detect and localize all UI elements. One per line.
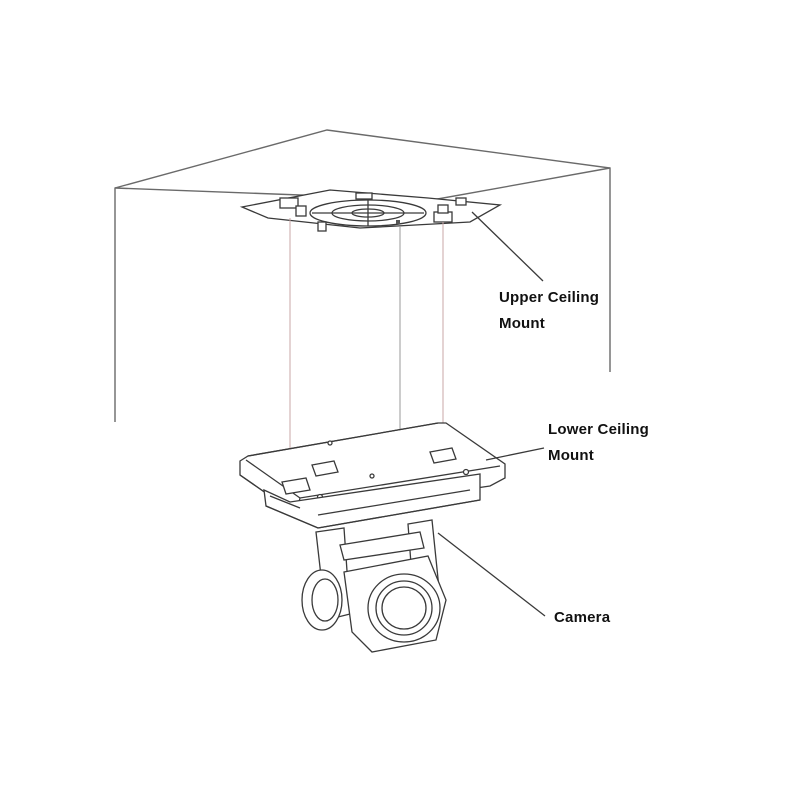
leader-lines bbox=[437, 211, 546, 617]
camera-body bbox=[301, 519, 447, 653]
alignment-guides bbox=[289, 218, 444, 492]
label-camera: Camera bbox=[554, 609, 611, 626]
label-lower-ceiling-mount: Lower Ceiling Mount bbox=[548, 421, 653, 464]
label-upper-ceiling-mount: Upper Ceiling Mount bbox=[499, 289, 603, 332]
lower-ceiling-mount bbox=[239, 422, 506, 529]
ceiling-outline bbox=[114, 129, 611, 422]
upper-ceiling-mount bbox=[239, 189, 503, 232]
